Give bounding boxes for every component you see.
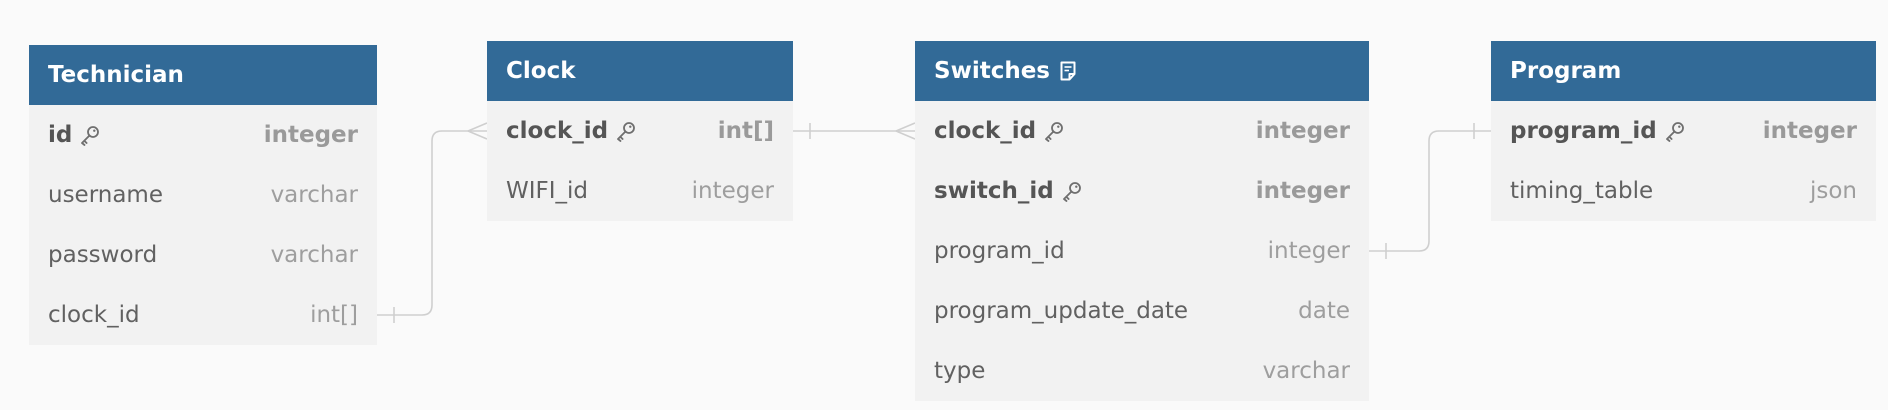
field-type: varchar [270, 242, 358, 268]
field-type: integer [1267, 238, 1350, 264]
table-program[interactable]: Program program_id integer timing_table jso… [1491, 41, 1876, 221]
field-row-clock-id[interactable]: clock_id int[] [29, 285, 377, 345]
field-type: json [1809, 178, 1857, 204]
field-name-text: clock_id [506, 118, 609, 144]
field-row-timing-table[interactable]: timing_table json [1491, 161, 1876, 221]
key-icon [1062, 182, 1081, 202]
field-list: id integer username varchar password varchar c… [29, 105, 377, 345]
connector-technician-clock[interactable] [377, 130, 487, 316]
field-row-program-update-date[interactable]: program_update_date date [915, 281, 1369, 341]
field-type: integer [691, 178, 774, 204]
note-icon[interactable] [1059, 61, 1077, 81]
field-name-text: clock_id [48, 302, 140, 328]
field-name: program_id [934, 238, 1065, 264]
field-type: varchar [1262, 358, 1350, 384]
field-name-text: timing_table [1510, 178, 1654, 204]
key-icon [1665, 122, 1684, 142]
field-type: integer [1255, 118, 1350, 144]
field-type: varchar [270, 182, 358, 208]
field-row-id[interactable]: id integer [29, 105, 377, 165]
field-name: clock_id [48, 302, 140, 328]
field-type: integer [1255, 178, 1350, 204]
field-name: id [48, 122, 101, 148]
field-type: int[] [310, 302, 358, 328]
field-name-text: switch_id [934, 178, 1054, 204]
field-name-text: type [934, 358, 986, 384]
field-name: program_update_date [934, 298, 1188, 324]
field-type: int[] [717, 118, 774, 144]
field-row-type[interactable]: type varchar [915, 341, 1369, 401]
table-name: Switches [934, 58, 1050, 84]
field-name: program_id [1510, 118, 1686, 144]
table-header[interactable]: Technician [29, 45, 377, 105]
table-name: Technician [48, 62, 184, 88]
field-name-text: password [48, 242, 158, 268]
key-icon [1045, 122, 1064, 142]
field-row-username[interactable]: username varchar [29, 165, 377, 225]
field-name: clock_id [506, 118, 637, 144]
field-row-wifi-id[interactable]: WIFI_id integer [487, 161, 793, 221]
field-name-text: clock_id [934, 118, 1037, 144]
crowfoot-marker-technician-clock [467, 122, 488, 140]
field-name-text: username [48, 182, 163, 208]
field-name: timing_table [1510, 178, 1653, 204]
table-name: Clock [506, 58, 576, 84]
table-clock[interactable]: Clock clock_id int[] WIFI_id integer [487, 41, 793, 221]
key-icon [81, 126, 100, 146]
field-row-program-id[interactable]: program_id integer [1491, 101, 1876, 161]
field-row-switch-id[interactable]: switch_id integer [915, 161, 1369, 221]
field-name: switch_id [934, 178, 1083, 204]
crowfoot-marker-clock-switches [895, 122, 916, 140]
table-header[interactable]: Switches [915, 41, 1369, 101]
field-name-text: program_id [1510, 118, 1657, 144]
field-row-program-id[interactable]: program_id integer [915, 221, 1369, 281]
field-row-clock-id[interactable]: clock_id integer [915, 101, 1369, 161]
connector-switches-program[interactable] [1369, 130, 1491, 252]
field-list: clock_id int[] WIFI_id integer [487, 101, 793, 221]
field-type: integer [1762, 118, 1857, 144]
field-name-text: program_update_date [934, 298, 1189, 324]
field-row-clock-id[interactable]: clock_id int[] [487, 101, 793, 161]
field-type: date [1298, 298, 1350, 324]
field-list: program_id integer timing_table json [1491, 101, 1876, 221]
field-name-text: program_id [934, 238, 1065, 264]
field-name: WIFI_id [506, 178, 588, 204]
field-name: password [48, 242, 157, 268]
key-icon [617, 122, 636, 142]
table-header[interactable]: Program [1491, 41, 1876, 101]
field-name-text: id [48, 122, 73, 148]
table-header[interactable]: Clock [487, 41, 793, 101]
field-row-password[interactable]: password varchar [29, 225, 377, 285]
field-name: type [934, 358, 985, 384]
field-name-text: WIFI_id [506, 178, 589, 204]
field-type: integer [263, 122, 358, 148]
field-name: clock_id [934, 118, 1065, 144]
field-name: username [48, 182, 163, 208]
table-name: Program [1510, 58, 1622, 84]
